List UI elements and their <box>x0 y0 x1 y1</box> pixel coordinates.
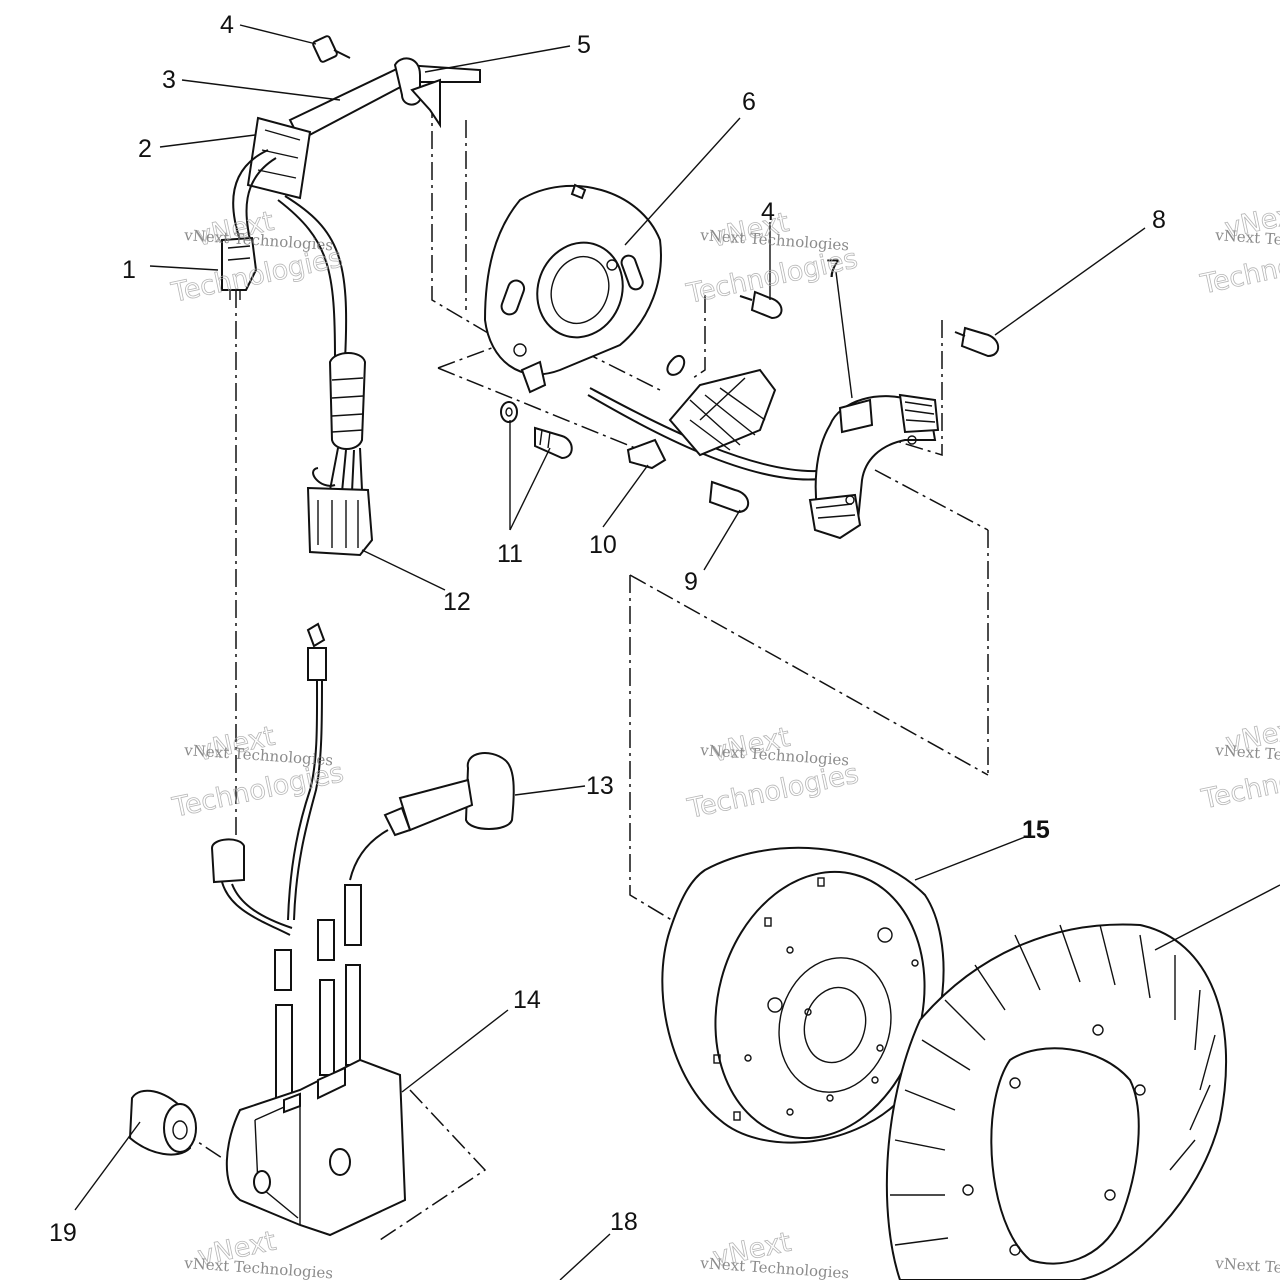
connector-12 <box>306 486 374 557</box>
stator-plate-6 <box>483 183 662 394</box>
stator-coil-assembly <box>587 354 831 481</box>
wire-loom <box>232 149 367 493</box>
watermark-3: vNext Technologies <box>1214 226 1280 254</box>
assembly-center-lines <box>179 100 989 1241</box>
callout-1: 1 <box>122 256 136 284</box>
callout-13: 13 <box>586 772 614 800</box>
spark-plug-cap-13 <box>349 752 515 881</box>
harness-bar <box>288 57 481 142</box>
callout-9: 9 <box>684 568 698 596</box>
callout-4-lower: 4 <box>761 198 775 226</box>
cdi-box-14 <box>225 884 407 1237</box>
callout-19: 19 <box>49 1219 77 1247</box>
callout-10: 10 <box>589 531 617 559</box>
callout-11: 11 <box>497 540 523 568</box>
leader-lines <box>74 24 1280 1281</box>
callout-6: 6 <box>742 88 756 116</box>
boot-connector <box>210 838 293 936</box>
plug-connector-1 <box>221 236 258 300</box>
watermark-9: vNext Technologies <box>1214 1254 1280 1280</box>
grommet-block <box>246 116 312 200</box>
callout-3: 3 <box>162 66 176 94</box>
callout-12: 12 <box>443 588 471 616</box>
callout-2: 2 <box>138 135 152 163</box>
cooling-fan <box>885 923 1227 1281</box>
watermark-6: vNext Technologies <box>1214 741 1280 769</box>
coil-mount-7 <box>808 393 940 540</box>
screw-4-lower <box>739 290 783 320</box>
callout-15: 15 <box>1022 816 1050 844</box>
screw-4-upper <box>312 35 351 63</box>
callout-7: 7 <box>826 255 840 283</box>
grommet-19 <box>128 1089 197 1156</box>
flywheel-15 <box>661 846 945 1144</box>
callout-5: 5 <box>577 31 591 59</box>
callout-4-upper: 4 <box>220 11 234 39</box>
screw-8 <box>954 326 1000 358</box>
ignition-lead <box>287 622 327 921</box>
callout-8: 8 <box>1152 206 1166 234</box>
screw-9 <box>708 480 750 514</box>
screw-11 <box>500 401 573 460</box>
callout-14: 14 <box>513 986 541 1014</box>
callout-18: 18 <box>610 1208 638 1236</box>
callout-labels: 1 2 3 4 4 5 6 7 8 9 10 11 12 13 14 15 18… <box>49 11 1166 1247</box>
